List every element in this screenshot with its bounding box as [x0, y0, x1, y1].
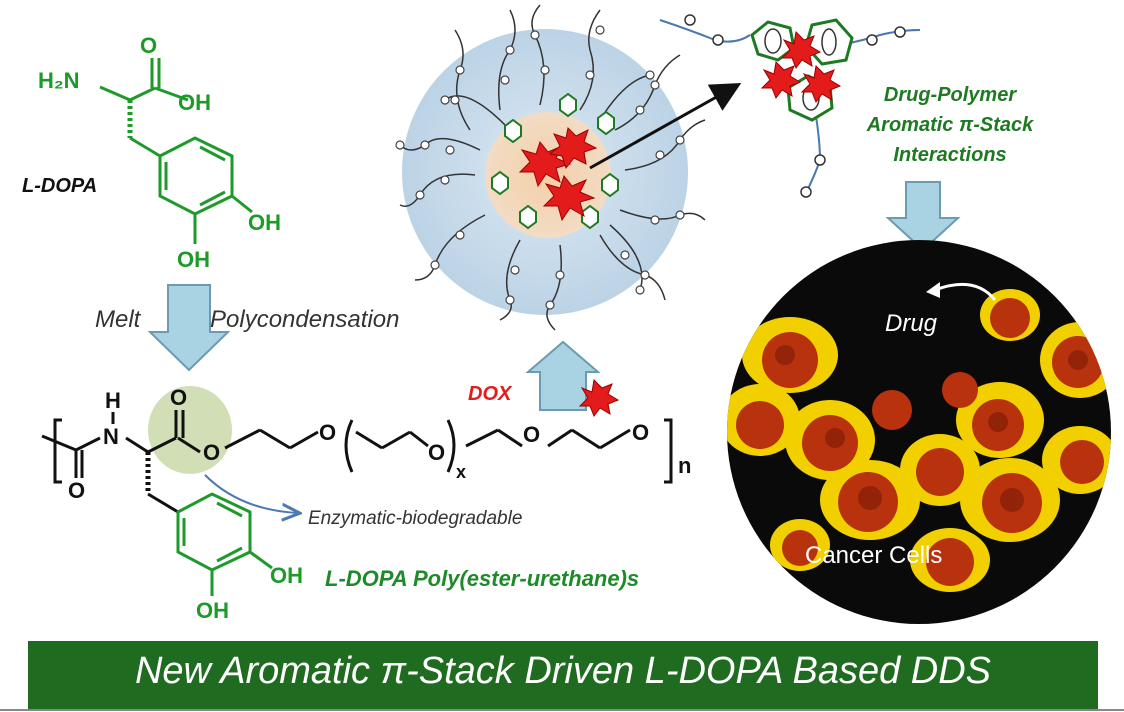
enzymatic-label: Enzymatic-biodegradable: [308, 508, 523, 529]
reaction-label-left: Melt: [95, 306, 141, 333]
polymer-carbonyl-o-bottom: O: [68, 478, 86, 503]
cells-down-arrow: [885, 181, 961, 252]
banner-title: New Aromatic π-Stack Driven L-DOPA Based…: [134, 650, 992, 692]
interaction-line-3: Interactions: [893, 144, 1007, 166]
interaction-label: Drug-Polymer Aromatic π-Stack Interactio…: [845, 80, 1055, 170]
polymer-backbone: [41, 410, 673, 514]
polymer-ester-o: O: [203, 440, 221, 465]
polymer-ether-o-3: O: [523, 422, 541, 447]
polymer-ether-o-4: O: [632, 420, 650, 445]
polymer-carbonyl-o-top: O: [170, 385, 188, 410]
polymer-catechol-ring: [176, 492, 273, 596]
l-dopa-structure: [99, 58, 253, 244]
polymer-oh-1: OH: [270, 563, 303, 588]
interaction-line-1: Drug-Polymer: [883, 84, 1017, 106]
polymer-ether-o-2: O: [428, 440, 446, 465]
interaction-line-2: Aromatic π-Stack: [866, 114, 1034, 136]
polymer-micelle: [395, 4, 742, 331]
pi-stack-zoom: [659, 14, 921, 198]
enzymatic-pointer: [204, 474, 298, 513]
monomer-oh-2: OH: [177, 247, 210, 272]
polymer-name: L-DOPA Poly(ester-urethane)s: [325, 566, 640, 591]
polymer-n: N: [103, 424, 119, 449]
monomer-amine: H₂N: [38, 68, 80, 93]
monomer-name: L-DOPA: [22, 175, 98, 197]
polymer-h: H: [105, 388, 121, 413]
polymer-subscript-x: x: [456, 462, 467, 482]
monomer-oh-1: OH: [248, 210, 281, 235]
dox-label: DOX: [468, 383, 512, 405]
polymer-oh-2: OH: [196, 598, 229, 623]
dox-star: [578, 378, 620, 418]
drug-label: Drug: [885, 310, 938, 337]
monomer-carbonyl-o: O: [140, 33, 158, 58]
reaction-label-right: Polycondensation: [210, 306, 400, 333]
cancer-cell-image: [727, 240, 1111, 624]
cancer-cells-label: Cancer Cells: [805, 542, 943, 569]
polymer-subscript-n: n: [678, 453, 692, 478]
ester-highlight: [148, 386, 232, 474]
melt-down-arrow: [147, 284, 231, 372]
monomer-acid-oh: OH: [178, 90, 211, 115]
polymer-ether-o-1: O: [319, 420, 337, 445]
title-banner: New Aromatic π-Stack Driven L-DOPA Based…: [28, 641, 1098, 709]
